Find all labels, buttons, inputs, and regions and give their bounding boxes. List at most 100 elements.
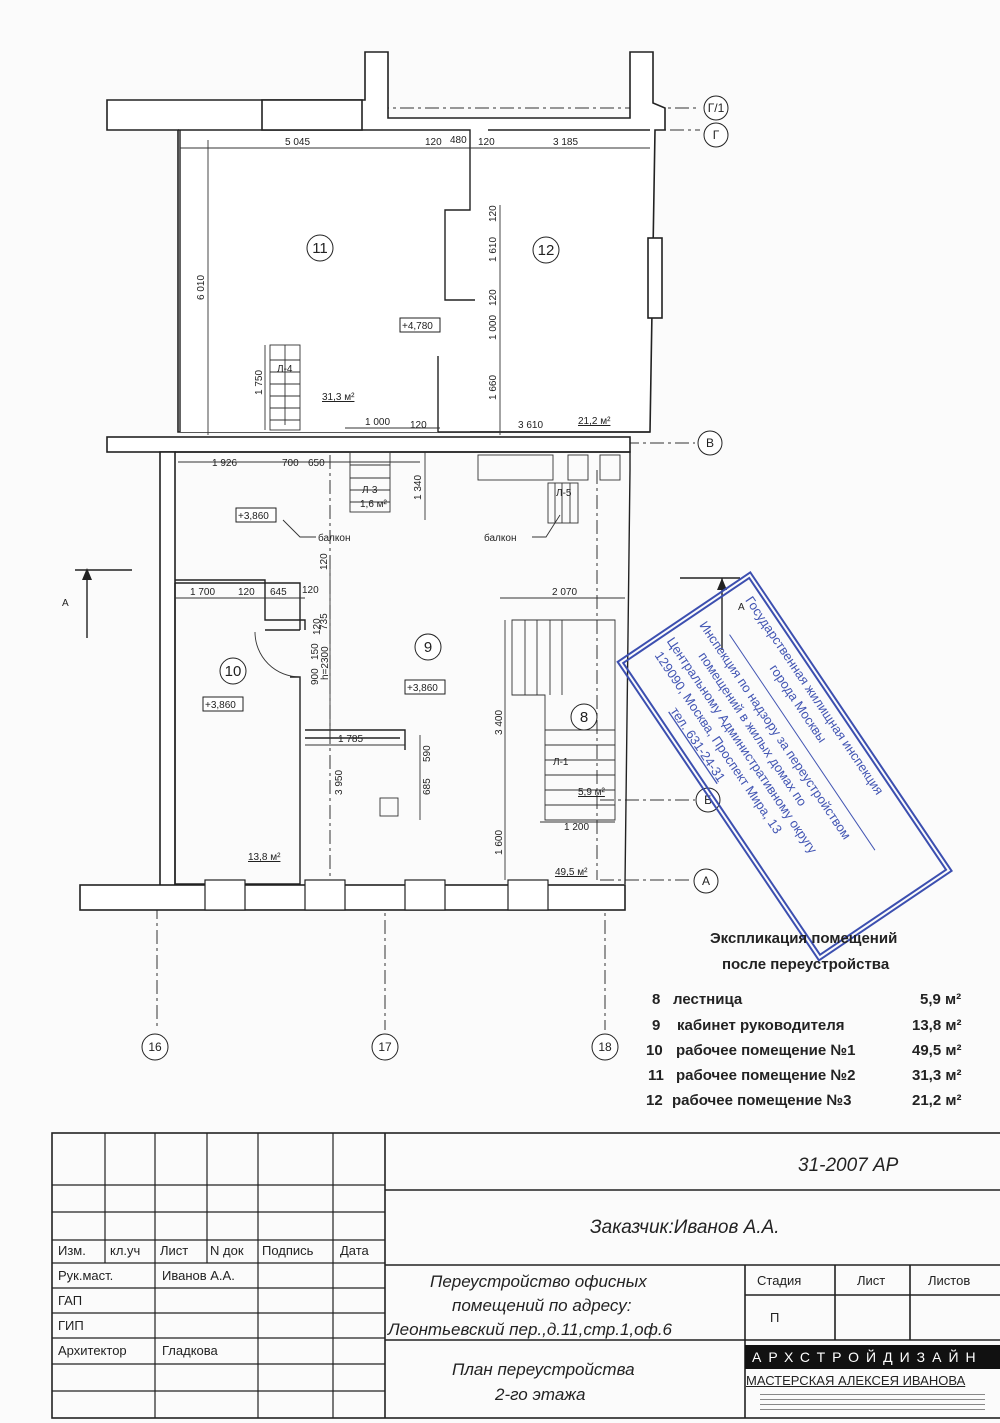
row-num: 11 [648, 1067, 664, 1084]
dim: 1 700 [190, 587, 215, 598]
header-ndok: N док [210, 1243, 244, 1258]
header-list: Лист [160, 1243, 189, 1258]
row-area: 13,8 м² [912, 1017, 962, 1034]
axis-g1: Г/1 [708, 101, 725, 115]
dim: 150 [310, 643, 321, 660]
sheet-header: Лист [857, 1273, 886, 1288]
row-num: 10 [646, 1042, 663, 1059]
level-11: +4,780 [402, 321, 433, 332]
area-10: 13,8 м² [248, 852, 281, 863]
dim: 120 [425, 137, 442, 148]
dim: 900 [310, 668, 321, 685]
axis-a: А [702, 874, 710, 888]
dim: 1 000 [365, 417, 390, 428]
row-area: 5,9 м² [920, 991, 962, 1008]
dim: 1 600 [494, 830, 505, 855]
room-number-12: 12 [538, 242, 555, 259]
stamp-lines: Государственная жилищная инспекция город… [652, 593, 887, 856]
axis-b: Б [704, 793, 712, 807]
row-num: 8 [652, 991, 661, 1008]
firm-logo-band [745, 1345, 1000, 1369]
section-mark-right: А [738, 602, 745, 613]
stair-label-l5: Л-5 [556, 488, 572, 499]
row-num: 12 [646, 1092, 663, 1109]
stair-label-l1: Л-1 [553, 757, 569, 768]
dim: 3 950 [334, 770, 345, 795]
axis-17: 17 [378, 1040, 392, 1054]
walls [79, 51, 666, 911]
axis-16: 16 [148, 1040, 162, 1054]
project-line-2: помещений по адресу: [452, 1296, 632, 1315]
sheets-header: Листов [928, 1273, 971, 1288]
dim: 2 070 [552, 587, 577, 598]
customer: Заказчик:Иванов А.А. [590, 1217, 780, 1238]
row-name: рабочее помещение №3 [672, 1092, 852, 1109]
firm-name: АРХСТРОЙДИЗАЙН [752, 1349, 983, 1365]
room-number-10: 10 [225, 663, 242, 680]
dim: 1 000 [488, 315, 499, 340]
stage-header: Стадия [757, 1273, 802, 1288]
dim: 1 926 [212, 458, 237, 469]
dim: 120 [488, 289, 499, 306]
explication-title-2: после переустройства [722, 956, 890, 973]
role-name: Иванов А.А. [162, 1268, 235, 1283]
header-sign: Подпись [262, 1243, 314, 1258]
balcony-label-right: балкон [484, 532, 516, 544]
dimension-lines [175, 140, 650, 880]
dim: 650 [308, 458, 325, 469]
stair-l3-area: 1,6 м² [360, 499, 388, 510]
dim: 120 [238, 587, 255, 598]
role: Рук.маст. [58, 1268, 114, 1283]
drawing-code: 31-2007 АР [798, 1155, 899, 1176]
dim: 1 610 [488, 237, 499, 262]
firm-fine-print [760, 1392, 985, 1414]
row-name: рабочее помещение №1 [676, 1042, 856, 1059]
dim: 590 [422, 745, 433, 762]
axis-markers: Г/1 Г В Б А 16 17 18 [141, 95, 729, 1061]
area-12: 21,2 м² [578, 416, 611, 427]
dim: 120 [410, 420, 427, 431]
dim: h=2300 [320, 646, 331, 680]
dim: 1 340 [413, 475, 424, 500]
dim: 120 [478, 137, 495, 148]
axis-v: В [706, 436, 714, 450]
stair-label-l3: Л-3 [362, 485, 378, 496]
room-number-11: 11 [312, 240, 328, 257]
axis-g: Г [713, 128, 720, 142]
header-date: Дата [340, 1243, 369, 1258]
dim: 480 [450, 135, 467, 146]
dim: 685 [422, 778, 433, 795]
room-number-8: 8 [580, 709, 588, 726]
project-line-3: Леонтьевский пер.,д.11,стр.1,оф.6 [388, 1320, 672, 1339]
area-9: 49,5 м² [555, 867, 588, 878]
header-izm: Изм. [58, 1243, 86, 1258]
dim: 1 660 [488, 375, 499, 400]
project-line-1: Переустройство офисных [430, 1272, 647, 1291]
title-block-grid [51, 1132, 1000, 1419]
dimension-labels: 5 045 120 480 120 3 185 6 010 120 1 610 … [190, 135, 589, 855]
dim: 735 [319, 613, 330, 630]
section-marks: А А [62, 568, 745, 650]
inspection-stamp [616, 571, 953, 962]
row-num: 9 [652, 1017, 661, 1034]
section-mark-left: А [62, 598, 69, 609]
dim: 6 010 [196, 275, 207, 300]
row-name: кабинет руководителя [677, 1017, 845, 1034]
dim: 1 750 [254, 370, 265, 395]
dim: 120 [319, 553, 330, 570]
stage-value: П [770, 1310, 780, 1325]
level-10: +3,860 [205, 700, 236, 711]
area-11: 31,3 м² [322, 392, 355, 403]
sheet-title-2: 2-го этажа [495, 1385, 586, 1404]
dim: 3 610 [518, 420, 543, 431]
dim: 120 [302, 585, 319, 596]
role: Архитектор [58, 1343, 127, 1358]
row-area: 21,2 м² [912, 1092, 962, 1109]
role: ГИП [58, 1318, 84, 1333]
dim: 5 045 [285, 137, 310, 148]
header-kl: кл.уч [110, 1243, 141, 1258]
level-9: +3,860 [407, 683, 438, 694]
room-labels: 11 12 9 10 8 +4,780 +3,860 +3,860 +3,860… [202, 234, 611, 878]
stairs [269, 344, 616, 821]
